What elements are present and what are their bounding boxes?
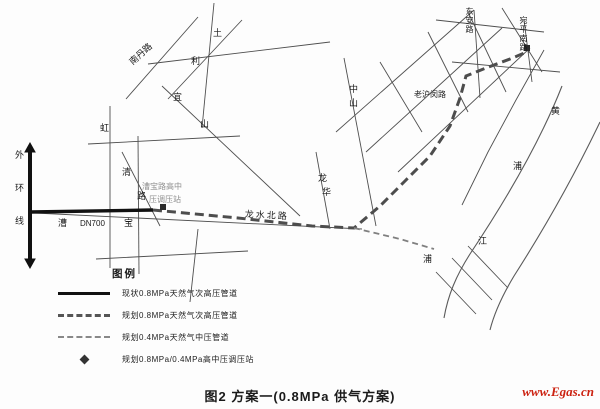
map-label: 路: [137, 191, 147, 201]
river: [443, 85, 600, 331]
road-segment: [365, 27, 503, 153]
map-label-dn700: DN700: [80, 219, 105, 228]
map-label: 山: [200, 119, 210, 129]
map-label: 土: [213, 28, 223, 38]
legend-sample-station: [58, 354, 110, 364]
pipeline-existing: [30, 208, 154, 214]
road-segment: [137, 135, 140, 275]
map-label: 漕: [58, 218, 68, 228]
road-segment: [435, 19, 545, 33]
map-label-river: 黄: [551, 106, 561, 116]
road-segment: [147, 41, 331, 65]
road-segment: [427, 31, 469, 113]
station-symbol-icon: [79, 354, 89, 364]
legend-sample-planned-medium-line: [58, 336, 110, 338]
map-label: 宛平南路: [519, 16, 528, 52]
legend-title: 图例: [112, 268, 137, 280]
road-segment: [161, 85, 301, 217]
road-segment: [87, 135, 241, 145]
road-segment: [125, 16, 199, 100]
legend-item-label: 规划0.8MPa天然气次高压管道: [122, 310, 238, 320]
legend-item-label: 现状0.8MPa天然气次高压管道: [122, 288, 238, 298]
map-label: 龙: [318, 173, 328, 183]
road-segment: [397, 47, 531, 173]
pipeline-planned-subhigh: [152, 49, 530, 230]
road-segment: [343, 57, 377, 227]
legend-item: 规划0.8MPa天然气次高压管道: [58, 305, 338, 325]
station-marker: [524, 45, 530, 51]
dashed-thin-line-icon: [58, 336, 110, 338]
road-segment: [201, 2, 215, 129]
road-segment: [167, 19, 243, 100]
watermark: www.Egas.cn: [522, 384, 594, 399]
map-label-station-line2: 压调压站: [149, 195, 181, 204]
map-label: 利: [191, 56, 201, 66]
legend-item-label: 规划0.4MPa天然气中压管道: [122, 332, 230, 342]
road-segment: [335, 9, 475, 133]
road-segment: [467, 11, 507, 93]
legend-item: 规划0.4MPa天然气中压管道: [58, 327, 338, 347]
outer-ring-line: [24, 141, 36, 270]
wharf-line: [467, 245, 509, 289]
river-bank-east: [489, 121, 600, 331]
map-label-outer-ring: 外环线: [14, 150, 24, 249]
road-segment: [95, 250, 249, 260]
legend-item: 规划0.8MPa/0.4MPa高中压调压站: [58, 349, 338, 369]
road-segment: [379, 61, 423, 133]
map-label: 华: [322, 187, 332, 197]
figure-title: 图2 方案一(0.8MPa 供气方案): [204, 389, 396, 404]
dashed-thick-line-icon: [58, 313, 110, 317]
map-label: 中山: [348, 84, 358, 112]
map-label-station-line1: 漕宝路高中: [142, 182, 182, 191]
road-segment: [501, 7, 543, 73]
map-label: 清: [122, 167, 132, 177]
map-label-river: 浦: [513, 161, 523, 171]
map-label-river: 江: [478, 236, 488, 246]
solid-thick-line-icon: [58, 291, 110, 295]
station-marker: [160, 204, 166, 210]
river-bank-west: [443, 85, 563, 319]
map-label: 浦: [423, 254, 433, 264]
road-segment: [121, 151, 161, 227]
wharf-line: [451, 257, 493, 301]
road-segment: [189, 228, 199, 303]
road-segment: [451, 61, 561, 73]
road-segment: [461, 49, 545, 206]
map-label: 老沪闵路: [414, 90, 446, 99]
map-label: 宝: [124, 218, 134, 228]
map-label: 东安路: [465, 7, 474, 34]
outer-ring-cap-bottom: [24, 258, 36, 270]
map-label: 宜: [173, 92, 183, 102]
road-segment: [473, 9, 481, 99]
wharf-line: [435, 271, 477, 315]
map-label: 虹: [100, 123, 110, 133]
pipeline-planned-medium: [353, 227, 435, 250]
legend-item: 现状0.8MPa天然气次高压管道: [58, 283, 338, 303]
road-network: [34, 2, 561, 315]
legend-sample-existing-line: [58, 291, 110, 295]
legend-item-label: 规划0.8MPa/0.4MPa高中压调压站: [122, 354, 254, 364]
outer-ring-cap-top: [24, 141, 36, 153]
road-segment: [315, 151, 331, 230]
legend-sample-planned-subhigh-line: [58, 313, 110, 317]
legend: 图例 现状0.8MPa天然气次高压管道 规划0.8MPa天然气次高压管道 规划0…: [58, 266, 338, 369]
